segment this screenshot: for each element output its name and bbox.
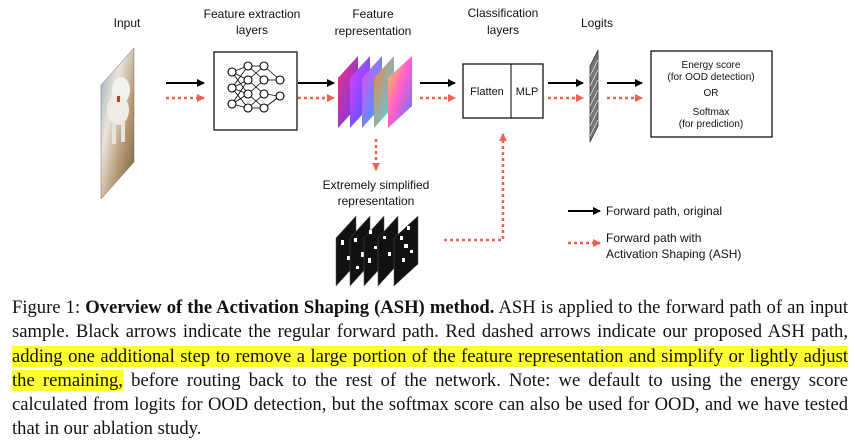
legend-ash-label-line2: Activation Shaping (ASH) [606,247,741,261]
output-softmax: Softmax [693,107,730,118]
input-image [100,47,135,200]
caption-text-1: ASH is applied to the forward path of an… [12,297,848,343]
caption-text-2: before routing back to the rest of the n… [12,369,848,440]
legend-ash-label-line1: Forward path with [606,231,701,245]
classification-box [462,63,544,119]
mlp-label: MLP [516,86,539,98]
feature-extraction-box [213,51,298,131]
caption-label: Figure 1: [12,297,81,318]
input-label: Input [114,16,141,30]
simplified-representation-maps [335,215,419,287]
simplified-label-line1: Extremely simplified [323,178,430,192]
feature-representation-label-line2: representation [335,24,412,38]
output-energy-score: Energy score [682,60,741,71]
logits-label: Logits [581,16,613,30]
caption-title: Overview of the Activation Shaping (ASH)… [85,297,495,318]
output-for-prediction: (for prediction) [679,119,743,130]
feature-extraction-label-line2: layers [236,23,268,37]
output-for-ood: (for OOD detection) [667,72,754,83]
legend-original-label: Forward path, original [606,204,722,218]
output-or: OR [704,88,719,99]
feature-representation-label-line1: Feature [352,7,394,21]
arrow-simplified-to-classifier-red [444,133,507,242]
simplified-label-line2: representation [338,194,415,208]
feature-extraction-label-line1: Feature extraction [204,7,301,21]
flatten-label: Flatten [470,86,504,98]
ash-method-diagram: Input Feature extraction layers [100,6,773,287]
classification-label-line2: layers [487,23,519,37]
output-box [650,50,773,138]
classification-label-line1: Classification [468,6,539,20]
feature-representation-maps [338,56,412,128]
legend: Forward path, original Forward path with… [568,204,741,261]
figure-caption: Figure 1: Overview of the Activation Sha… [12,296,848,442]
logits-vector [589,49,599,143]
